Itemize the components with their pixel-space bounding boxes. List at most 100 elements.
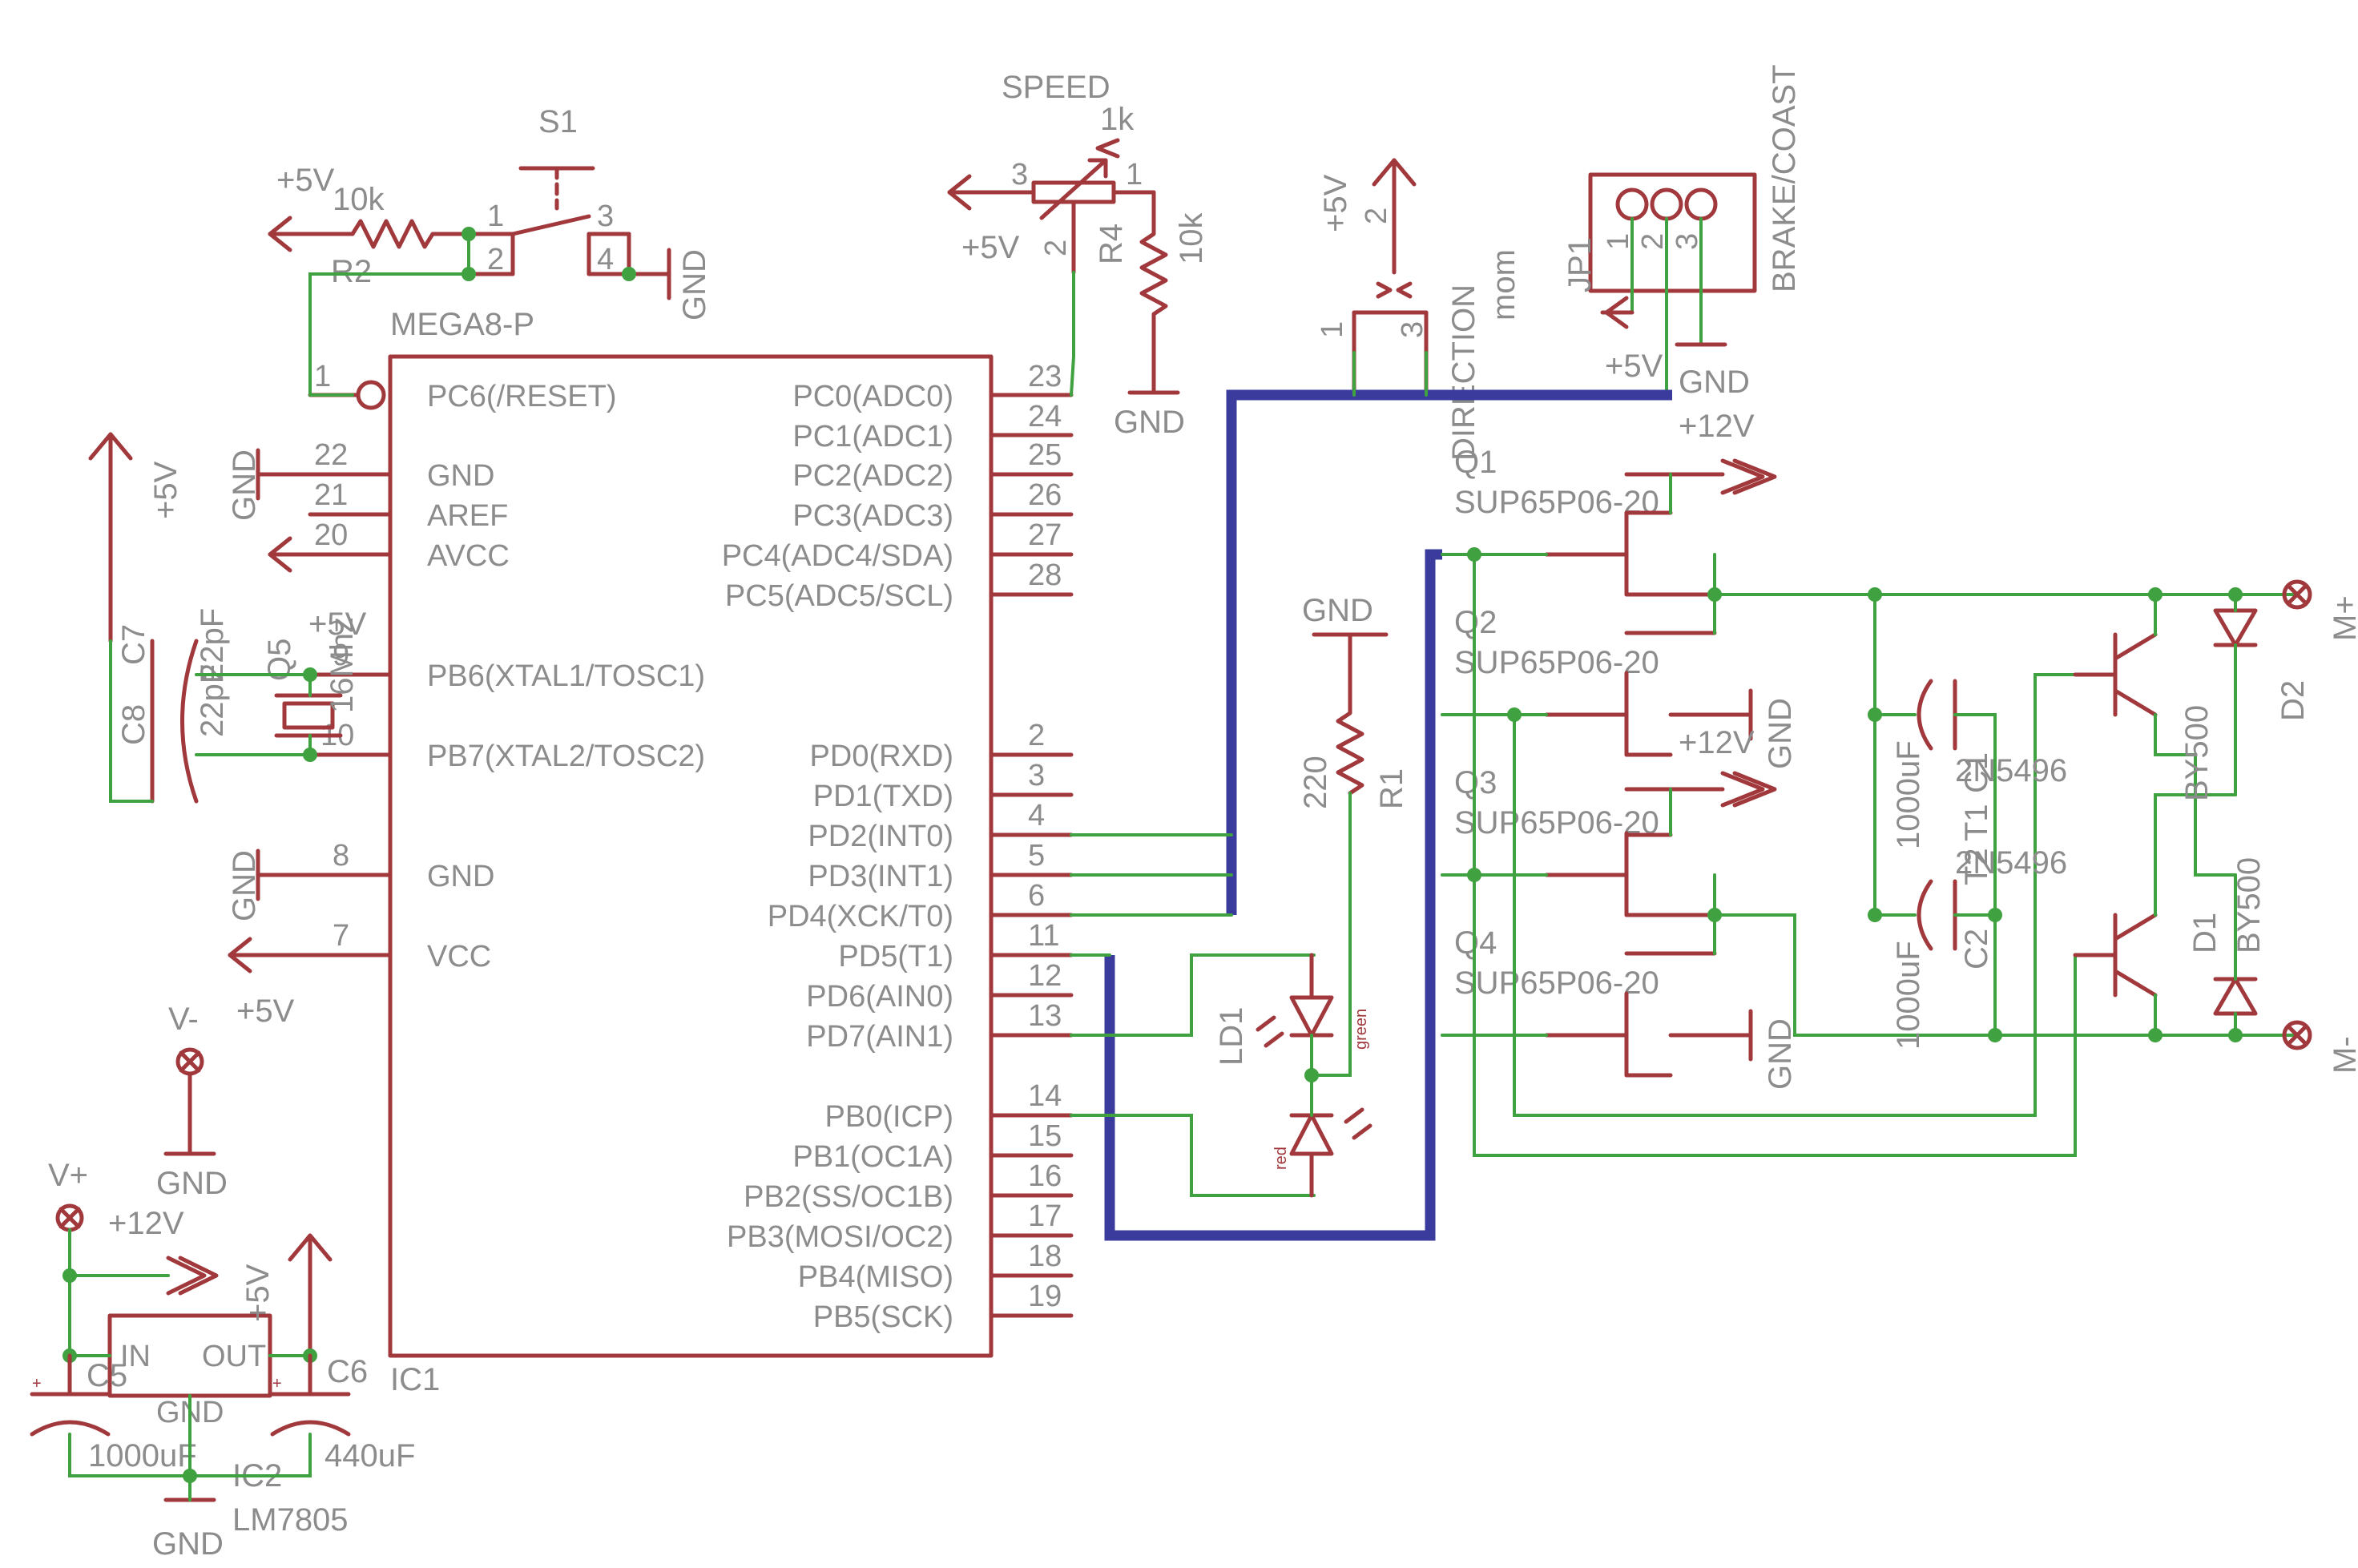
d2-name: D2: [2275, 680, 2311, 721]
pot-pin1: 1: [1126, 158, 1143, 191]
output-stage: 1000uF C1 1000uF C2 2N5496 T1 2N5496 T2 …: [1868, 593, 2311, 1050]
c8-name: C8: [116, 704, 151, 745]
pin-name: PD2(INT0): [808, 820, 953, 853]
pin-name: AVCC: [427, 539, 510, 573]
mminus-label: M-: [2328, 1036, 2358, 1074]
pin-name: PB0(ICP): [825, 1100, 953, 1134]
jp1-gnd-label: GND: [1679, 365, 1750, 400]
q1-supply-label: +12V: [1679, 409, 1755, 444]
pin-number: 6: [1028, 879, 1045, 913]
ic2-in: IN: [120, 1340, 151, 1373]
pin-number: 26: [1028, 478, 1062, 512]
buses: [1104, 389, 1672, 1241]
pin-name: PD7(AIN1): [806, 1020, 953, 1054]
vplus-label: V+: [48, 1158, 88, 1193]
vcc-supply-label: +5V: [236, 994, 295, 1029]
led-indicator: GND 220 R1 green red LD1: [1214, 593, 1409, 1198]
pin-name: GND: [427, 459, 494, 493]
pin-number: 15: [1028, 1119, 1062, 1153]
jp1-pin1: 1: [1602, 233, 1635, 250]
speed-value: 1k: [1100, 102, 1135, 137]
pin-name: AREF: [427, 499, 508, 533]
pin-number: 21: [314, 478, 348, 512]
c6-value: 440uF: [324, 1438, 415, 1473]
jp1-pin2: 2: [1636, 233, 1670, 250]
brake-coast-label: BRAKE/COAST: [1767, 64, 1802, 292]
reset-inversion-bubble: [356, 380, 386, 410]
pin-number: 1: [314, 360, 331, 393]
h-bridge: +12V Q1 SUP65P06-20 Q2 SUP65P06-20 GND +…: [1441, 409, 2299, 1157]
pin-name: PC6(/RESET): [427, 380, 616, 413]
speed-potentiometer: SPEED 1k 3 1 2 +5V: [947, 70, 1156, 397]
c8-value: 22pF: [195, 664, 230, 737]
ic1-body: [388, 354, 994, 1358]
pin-number: 8: [333, 839, 349, 873]
vminus-terminal: V- GND: [156, 1002, 228, 1201]
s1-pin1: 1: [487, 200, 504, 233]
t2-value: 2N5496: [1955, 845, 2067, 881]
pot-pin2: 2: [1039, 240, 1073, 256]
pin-name: PD0(RXD): [810, 740, 953, 773]
pin-name: PB6(XTAL1/TOSC1): [427, 659, 705, 693]
q1-name: Q1: [1454, 445, 1497, 480]
ld1-name: LD1: [1214, 1007, 1249, 1066]
pin-number: 24: [1028, 400, 1062, 433]
pin-name: PC2(ADC2): [792, 459, 953, 493]
ic1-name: IC1: [390, 1362, 440, 1397]
pin-name: PC3(ADC3): [792, 499, 953, 533]
pin-name: PB7(XTAL2/TOSC2): [427, 740, 705, 773]
pin-number: 19: [1028, 1280, 1062, 1313]
c5-value: 1000uF: [88, 1438, 197, 1473]
ic1-value: MEGA8-P: [390, 307, 534, 342]
t2-name: T2: [1959, 848, 1994, 885]
d1-name: D1: [2187, 913, 2223, 953]
direction-label: DIRECTION: [1446, 284, 1481, 461]
crystal-section: +5V GND +5V C7 22pF C8 22pF Q5 16Mhz GND…: [88, 432, 367, 1029]
vminus-gnd-label: GND: [156, 1166, 228, 1201]
q5-value: 16Mhz: [324, 617, 360, 713]
q2-gnd-label: GND: [1763, 698, 1798, 769]
pin-number: 27: [1028, 518, 1062, 552]
ic1-right-pins: 23 PC0(ADC0) 24 PC1(ADC1) 25 PC2(ADC2) 2…: [722, 360, 1074, 1334]
pin-number: 4: [1028, 799, 1045, 832]
r1-gnd-label: GND: [1302, 593, 1373, 628]
pin-number: 5: [1028, 839, 1045, 873]
c7-name: C7: [116, 624, 151, 665]
led-green-label: green: [1352, 1009, 1370, 1050]
r4-gnd-label: GND: [1114, 405, 1185, 440]
pin-name: PD3(INT1): [808, 860, 953, 893]
pin-name: PC5(ADC5/SCL): [725, 579, 953, 613]
r4-resistor: R4 10k GND: [1094, 190, 1209, 440]
t1-name: T1: [1959, 804, 1994, 841]
pin-number: 13: [1028, 999, 1062, 1033]
ic2-out: OUT: [202, 1340, 266, 1373]
pin-name: PB4(MISO): [798, 1260, 953, 1294]
jp1-supply-label: +5V: [1605, 349, 1663, 384]
pin-name: PC0(ADC0): [792, 380, 953, 413]
s1-pin2: 2: [487, 243, 504, 276]
d2-value: BY500: [2179, 705, 2215, 801]
pin-name: PC1(ADC1): [792, 420, 953, 453]
gnd-22-label: GND: [227, 449, 262, 521]
pin-name: GND: [427, 860, 494, 893]
s1-name: S1: [538, 104, 578, 139]
pin-number: 17: [1028, 1199, 1062, 1233]
r4-value: 10k: [1174, 212, 1209, 264]
pin-number: 28: [1028, 558, 1062, 592]
mom-label: mom: [1486, 249, 1522, 320]
motor-terminals: M+ M-: [2282, 579, 2358, 1074]
power-supply: V+ +12V IN OUT GND IC2 LM7805 +5V + C5 1…: [30, 1158, 415, 1562]
s1-pin4: 4: [597, 243, 614, 276]
ic1-left-pins: 1 PC6(/RESET) 22 GND 21 AREF 20 AVCC 9 P…: [308, 360, 705, 973]
pin-number: 18: [1028, 1239, 1062, 1273]
pin-name: PB5(SCK): [813, 1300, 953, 1334]
jp1-connector: 1 2 3 JP1 BRAKE/COAST +5V GND: [1562, 64, 1802, 400]
r2-name: R2: [331, 254, 372, 289]
pot-pin3: 3: [1011, 158, 1028, 191]
c1-name: C1: [1959, 752, 1994, 793]
pin-name: PD4(XCK/T0): [768, 900, 953, 933]
reset-circuit: +5V 10k R2 S1 1 2 3 4 GND: [268, 104, 712, 397]
c6-name: C6: [327, 1354, 368, 1389]
pin-number: 2: [1028, 719, 1045, 752]
